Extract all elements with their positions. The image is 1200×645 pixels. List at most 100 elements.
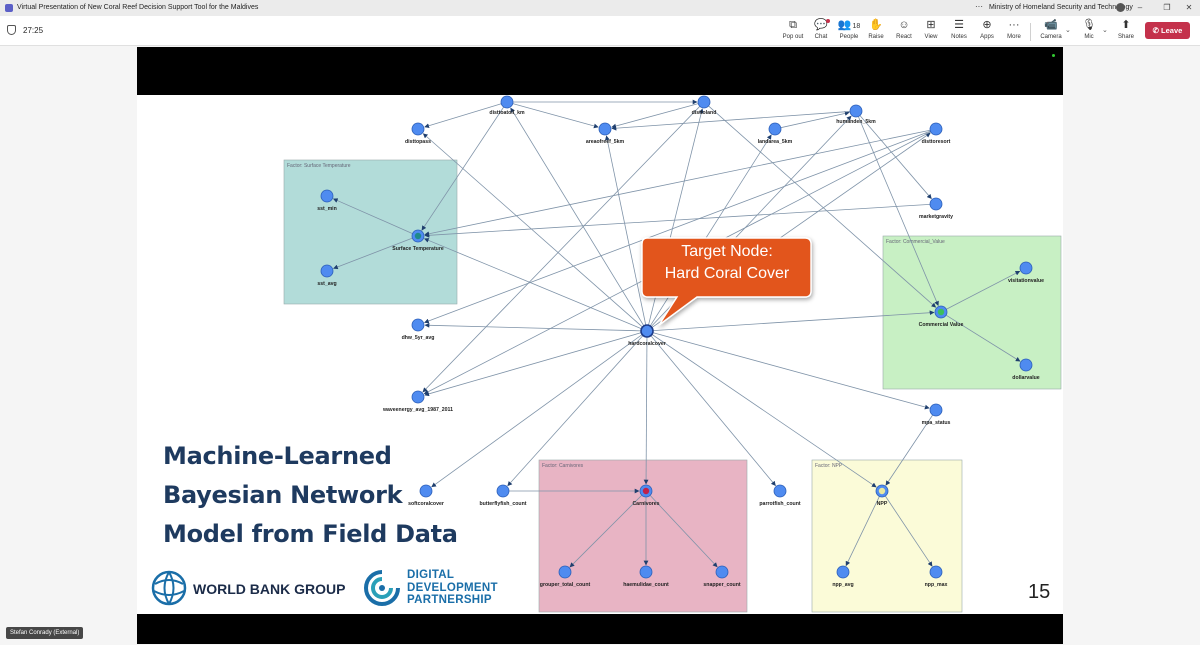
node-hardcoralcover[interactable]: hardcoralcover xyxy=(628,324,666,347)
more-button[interactable]: ··· More xyxy=(999,19,1029,45)
mic-button[interactable]: 🎙 Mic xyxy=(1074,19,1104,45)
node-label: humanden_5km xyxy=(836,119,876,125)
account-avatar[interactable] xyxy=(1116,3,1125,12)
node-sst_min[interactable]: sst_min xyxy=(317,189,337,212)
leave-button[interactable]: ✆ Leave xyxy=(1145,22,1190,39)
smiley-icon: ☺ xyxy=(898,19,910,31)
window-titlebar: Virtual Presentation of New Coral Reef D… xyxy=(0,0,1200,16)
edge-hardcoralcover-to-carnivores xyxy=(643,336,649,485)
node-waveenergy[interactable]: waveenergy_avg_1987_2011 xyxy=(382,390,453,413)
node-carnivores[interactable]: Carnivores xyxy=(632,484,660,507)
react-button[interactable]: ☺ React xyxy=(889,19,919,45)
node-areaofreef[interactable]: areaofreef_5km xyxy=(586,122,625,145)
notes-icon: ☰ xyxy=(954,19,964,31)
notes-button[interactable]: ☰ Notes xyxy=(944,19,974,45)
node-label: landarea_5km xyxy=(758,139,793,145)
world-bank-globe-icon xyxy=(151,570,187,606)
node-grouper[interactable]: grouper_total_count xyxy=(540,565,591,588)
edge-disttoatoll-to-areaofreef xyxy=(512,103,599,129)
node-label: disttoland xyxy=(692,110,717,116)
node-label: Commercial Value xyxy=(919,322,964,328)
node-npp_avg[interactable]: npp_avg xyxy=(832,565,854,588)
unread-badge xyxy=(826,19,830,23)
node-landarea[interactable]: landarea_5km xyxy=(758,122,793,145)
ddp-mark-icon xyxy=(364,570,400,606)
edge-hardcoralcover-to-butterflyfish xyxy=(507,335,644,487)
share-button[interactable]: ⬆ Share xyxy=(1111,19,1141,45)
edge-commercial_value-to-dollarvalue xyxy=(945,314,1021,362)
node-visitationvalue[interactable]: visitationvalue xyxy=(1008,261,1044,284)
factor-carnivores: Factor: Carnivores xyxy=(538,459,748,613)
node-label: NPP xyxy=(877,501,888,507)
meeting-timer: 27:25 xyxy=(23,26,44,35)
node-commercial_value[interactable]: Commercial Value xyxy=(919,305,964,328)
node-butterflyfish[interactable]: butterflyfish_count xyxy=(480,484,527,507)
camera-button[interactable]: 📹 Camera xyxy=(1036,19,1066,45)
factor-label: Factor: NPP xyxy=(815,463,843,469)
node-label: disttopass xyxy=(405,139,431,145)
people-button[interactable]: 👥18 People xyxy=(837,19,861,40)
edge-hardcoralcover-to-dhw xyxy=(424,322,642,332)
edge-hardcoralcover-to-surface_temp xyxy=(424,238,642,330)
popout-button[interactable]: ⧉ Pop out xyxy=(778,19,808,45)
node-label: dollarvalue xyxy=(1012,375,1040,381)
view-button[interactable]: ⊞ View xyxy=(916,19,946,45)
edge-disttoland-to-commercial_value xyxy=(708,105,937,308)
node-marketgravity[interactable]: marketgravity xyxy=(919,197,953,220)
window-title: Virtual Presentation of New Coral Reef D… xyxy=(17,4,259,11)
node-label: parrotfish_count xyxy=(759,501,800,507)
edge-disttoland-to-areaofreef xyxy=(611,103,699,129)
raise-hand-button[interactable]: ✋ Raise xyxy=(861,19,891,45)
node-sst_avg[interactable]: sst_avg xyxy=(317,264,337,287)
grid-icon: ⊞ xyxy=(926,19,936,31)
edge-landarea-to-humanden xyxy=(780,111,850,129)
edge-mpa_status-to-npp xyxy=(885,414,934,486)
world-bank-wordmark: WORLD BANK GROUP xyxy=(193,581,346,597)
edge-carnivores-to-grouper xyxy=(569,494,643,568)
node-humanden[interactable]: humanden_5km xyxy=(836,104,876,125)
edge-disttoresort-to-dhw xyxy=(424,130,931,324)
edge-hardcoralcover-to-areaofreef xyxy=(604,135,647,326)
close-window-button[interactable]: ✕ xyxy=(1185,3,1193,12)
chat-button[interactable]: 💬 Chat xyxy=(806,19,836,45)
minimize-button[interactable]: – xyxy=(1137,3,1143,12)
edge-hardcoralcover-to-disttoatoll xyxy=(510,107,645,327)
ddp-wordmark: DIGITAL DEVELOPMENT PARTNERSHIP xyxy=(407,569,498,606)
node-parrotfish[interactable]: parrotfish_count xyxy=(759,484,801,507)
node-dhw[interactable]: dhw_5yr_avg xyxy=(402,318,435,341)
node-disttopass[interactable]: disttopass xyxy=(405,122,431,145)
node-npp[interactable]: NPP xyxy=(875,484,889,507)
edge-disttoresort-to-surface_temp xyxy=(424,129,931,237)
node-snapper[interactable]: snapper_count xyxy=(703,565,741,588)
apps-button[interactable]: ⊕ Apps xyxy=(972,19,1002,45)
node-label: Surface Temperature xyxy=(392,246,444,252)
target-node-callout: Target Node: Hard Coral Cover xyxy=(664,243,790,282)
node-disttoatoll[interactable]: disttoatoll_km xyxy=(489,95,525,116)
edge-surface_temp-to-sst_min xyxy=(332,198,413,234)
edge-disttoatoll-to-disttopass xyxy=(424,103,502,129)
node-npp_max[interactable]: npp_max xyxy=(925,565,948,588)
node-disttoland[interactable]: disttoland xyxy=(692,95,717,116)
mic-options-chevron-icon[interactable]: ⌄ xyxy=(1102,27,1108,34)
node-surface_temp[interactable]: Surface Temperature xyxy=(392,229,444,252)
node-softcoralcover[interactable]: softcoralcover xyxy=(408,484,444,507)
more-options-icon[interactable]: ··· xyxy=(975,2,983,11)
node-label: disttoatoll_km xyxy=(489,110,525,116)
node-disttoresort[interactable]: disttoresort xyxy=(922,122,951,145)
node-label: snapper_count xyxy=(703,582,740,588)
node-label: haemulidae_count xyxy=(623,582,669,588)
edge-humanden-to-marketgravity xyxy=(859,115,932,200)
speaker-name-tag: Stefan Conrady (External) xyxy=(6,627,84,639)
camera-options-chevron-icon[interactable]: ⌄ xyxy=(1065,27,1071,34)
factor-label: Factor: Commercial_Value xyxy=(886,239,945,245)
apps-icon: ⊕ xyxy=(982,19,992,31)
node-mpa_status[interactable]: mpa_status xyxy=(922,403,951,426)
organization-name: Ministry of Homeland Security and Techno… xyxy=(989,4,1133,11)
node-haemulidae[interactable]: haemulidae_count xyxy=(623,565,669,588)
node-dollarvalue[interactable]: dollarvalue xyxy=(1012,358,1040,381)
people-icon: 👥 xyxy=(837,19,852,31)
restore-button[interactable]: ❐ xyxy=(1163,3,1171,12)
node-label: grouper_total_count xyxy=(540,582,591,588)
